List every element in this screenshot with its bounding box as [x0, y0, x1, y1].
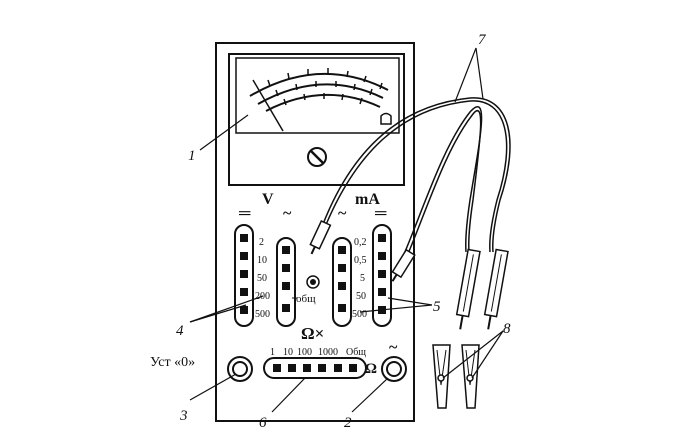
- volt-label: V: [262, 191, 274, 208]
- test-lead-plug[interactable]: [388, 248, 416, 284]
- ac-ma-symbol: ~: [338, 205, 347, 222]
- zero-adjust-knob[interactable]: [227, 356, 253, 382]
- callout-8: 8: [503, 321, 511, 337]
- jack-strip-ac-ma: [332, 237, 352, 327]
- jack-strip-ac-volt: [276, 237, 296, 327]
- ohm-range-label: 100: [297, 347, 312, 358]
- ma-range-label: 5: [360, 273, 365, 284]
- ohm-jack-strip: [263, 357, 367, 379]
- jack-strip-dc-volt: [234, 224, 254, 327]
- zero-adjust-label: Уст «0»: [150, 355, 195, 370]
- jack-socket[interactable]: [282, 246, 290, 254]
- ohm-adjust-knob[interactable]: [381, 356, 407, 382]
- callout-4: 4: [176, 323, 184, 339]
- ma-range-label: 50: [356, 291, 366, 302]
- common-label: общ: [296, 293, 316, 305]
- jack-socket[interactable]: [240, 270, 248, 278]
- jack-socket[interactable]: [273, 364, 281, 372]
- callout-5: 5: [433, 299, 441, 315]
- callout-7: 7: [478, 32, 487, 48]
- jack-socket[interactable]: [318, 364, 326, 372]
- jack-socket[interactable]: [338, 264, 346, 272]
- test-probe[interactable]: [454, 248, 481, 330]
- jack-socket[interactable]: [240, 288, 248, 296]
- volt-range-label: 50: [257, 273, 267, 284]
- ohm-range-label: 1: [270, 347, 275, 358]
- callout-3: 3: [179, 408, 188, 424]
- ohm-range-label: 10: [283, 347, 293, 358]
- scale-ticks: [267, 68, 383, 106]
- scale-arc: [249, 72, 389, 97]
- jack-socket[interactable]: [288, 364, 296, 372]
- jack-socket[interactable]: [349, 364, 357, 372]
- ohm-multiplier-label: Ω×: [301, 324, 324, 343]
- volt-range-label: 500: [255, 309, 270, 320]
- jack-socket[interactable]: [338, 282, 346, 290]
- mirror-symbol-icon: [380, 112, 392, 125]
- ohm-ac-symbol: ~: [389, 339, 398, 356]
- volt-range-label: 2: [259, 237, 264, 248]
- ma-range-labels: 0,2 0,5 5 50 500: [352, 237, 367, 320]
- callout-2: 2: [344, 415, 352, 431]
- test-lead-plug[interactable]: [307, 219, 332, 256]
- ohm-range-label: Общ: [346, 347, 366, 358]
- ma-range-label: 0,5: [354, 255, 367, 266]
- test-probe[interactable]: [482, 248, 509, 330]
- dial-window: [228, 53, 405, 186]
- ac-volt-symbol: ~: [283, 205, 292, 222]
- jack-socket[interactable]: [240, 306, 248, 314]
- jack-socket[interactable]: [282, 304, 290, 312]
- scale-arc: [257, 83, 384, 105]
- ma-range-label: 0,2: [354, 237, 367, 248]
- jack-socket[interactable]: [240, 252, 248, 260]
- ma-label: mA: [355, 191, 380, 208]
- alligator-clip[interactable]: [461, 344, 480, 409]
- dc-volt-symbol: ═: [238, 205, 251, 222]
- volt-range-label: 10: [257, 255, 267, 266]
- needle: [252, 79, 284, 132]
- ohm-knob-label: Ω: [365, 361, 377, 377]
- jack-strip-dc-ma: [372, 224, 392, 327]
- jack-socket[interactable]: [303, 364, 311, 372]
- ma-range-label: 500: [352, 309, 367, 320]
- test-leads: [319, 97, 511, 271]
- jack-socket[interactable]: [282, 282, 290, 290]
- callout-leaders: [189, 47, 504, 413]
- callout-6: 6: [259, 415, 267, 431]
- callout-1: 1: [188, 148, 196, 164]
- jack-socket[interactable]: [334, 364, 342, 372]
- ohm-range-labels: 1 10 100 1000 Общ: [270, 347, 366, 358]
- jack-socket[interactable]: [378, 252, 386, 260]
- jack-socket[interactable]: [240, 234, 248, 242]
- jack-socket[interactable]: [338, 246, 346, 254]
- jack-socket[interactable]: [378, 270, 386, 278]
- dc-ma-symbol: ═: [374, 205, 387, 222]
- jack-socket[interactable]: [378, 288, 386, 296]
- jack-socket[interactable]: [282, 264, 290, 272]
- ohm-range-label: 1000: [318, 347, 338, 358]
- alligator-clip[interactable]: [432, 344, 451, 409]
- jack-socket[interactable]: [378, 234, 386, 242]
- jack-socket[interactable]: [338, 304, 346, 312]
